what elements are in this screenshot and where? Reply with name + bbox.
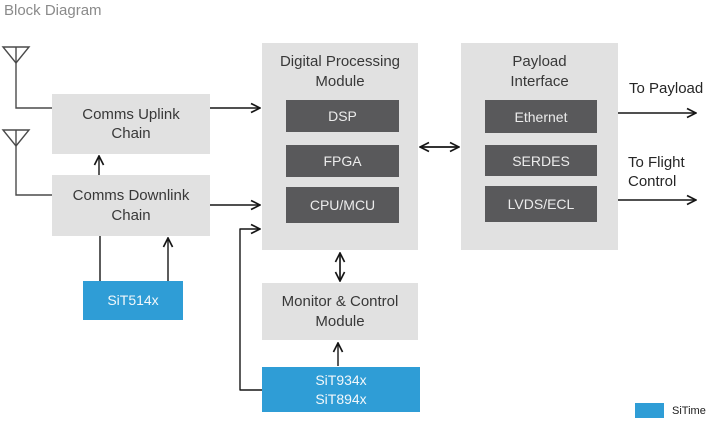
block-sit934x-label: SiT934x SiT894x <box>315 372 367 407</box>
chip-serdes-label: SERDES <box>512 152 570 169</box>
chip-serdes: SERDES <box>485 145 597 176</box>
chip-fpga-label: FPGA <box>323 153 362 169</box>
chip-lvds-ecl-label: LVDS/ECL <box>507 196 575 212</box>
legend-sitime-label: SiTime <box>672 404 706 417</box>
block-sit934x: SiT934x SiT894x <box>262 367 420 412</box>
block-sit514x-label: SiT514x <box>107 292 159 309</box>
chip-cpu-mcu-label: CPU/MCU <box>309 197 376 213</box>
output-to-flight-control-label: To Flight Control <box>628 154 685 190</box>
module-payload-interface: Payload Interface Ethernet SERDES LVDS/E… <box>461 43 618 250</box>
legend-sitime-swatch <box>635 403 664 418</box>
block-comms-downlink-label: Comms Downlink Chain <box>72 187 190 224</box>
chip-fpga: FPGA <box>286 145 399 177</box>
block-comms-uplink: Comms Uplink Chain <box>52 94 210 154</box>
block-monitor-control: Monitor & Control Module <box>262 283 418 340</box>
block-comms-downlink: Comms Downlink Chain <box>52 175 210 236</box>
chip-dsp-label: DSP <box>328 108 357 124</box>
module-payload-interface-label: Payload Interface <box>510 53 569 90</box>
chip-ethernet: Ethernet <box>485 100 597 133</box>
output-to-payload-label: To Payload <box>629 80 704 97</box>
block-sit514x: SiT514x <box>83 281 183 320</box>
chip-lvds-ecl: LVDS/ECL <box>485 186 597 222</box>
block-monitor-control-label: Monitor & Control Module <box>281 293 399 330</box>
antenna-icon <box>1 129 52 196</box>
page-title: Block Diagram <box>4 2 102 19</box>
module-digital-processing: Digital Processing Module DSP FPGA CPU/M… <box>262 43 418 250</box>
block-comms-uplink-label: Comms Uplink Chain <box>82 105 180 143</box>
chip-cpu-mcu: CPU/MCU <box>286 187 399 223</box>
module-digital-processing-title: Digital Processing Module <box>262 52 418 91</box>
wire-sit934x-to-dpm <box>239 229 262 391</box>
chip-dsp: DSP <box>286 100 399 132</box>
module-payload-interface-title: Payload Interface <box>461 52 618 91</box>
chip-ethernet-label: Ethernet <box>514 108 568 125</box>
antenna-icon <box>1 46 52 109</box>
module-digital-processing-label: Digital Processing Module <box>279 53 401 90</box>
legend: SiTime <box>635 403 706 418</box>
